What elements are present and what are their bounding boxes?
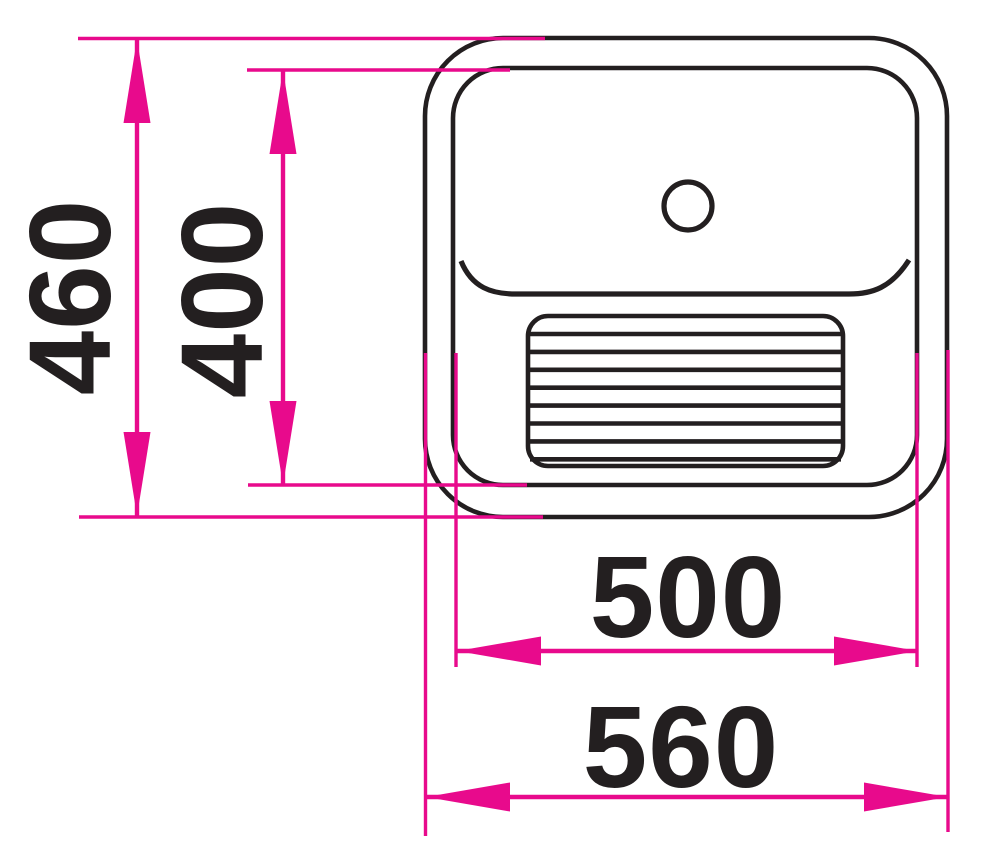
dim-label-460: 460 — [5, 199, 135, 396]
arrow-500-right — [834, 636, 918, 666]
arrow-500-left — [457, 636, 541, 666]
overflow-hole — [661, 179, 715, 233]
dimension-labels: 460 400 500 560 — [5, 199, 787, 812]
arrow-560-right — [864, 782, 948, 812]
arrow-460-up — [123, 39, 151, 123]
bowl-front-edge-curve — [458, 258, 912, 297]
dimension-lines — [134, 39, 948, 800]
dimension-arrowheads — [123, 39, 948, 812]
washboard-outline — [525, 313, 846, 469]
dim-label-560: 560 — [583, 682, 780, 812]
dim-label-400: 400 — [157, 202, 287, 399]
arrow-560-left — [426, 782, 510, 812]
sink-bowl-outline — [450, 65, 920, 488]
dimension-extension-lines — [78, 36, 950, 836]
sink-outer-rim-outline — [422, 35, 950, 520]
arrow-400-up — [269, 70, 297, 154]
arrow-400-down — [269, 401, 297, 485]
washboard-ribs — [530, 331, 841, 462]
arrow-460-down — [123, 432, 151, 516]
sink-outline-group — [422, 35, 950, 520]
dim-label-500: 500 — [590, 532, 787, 662]
